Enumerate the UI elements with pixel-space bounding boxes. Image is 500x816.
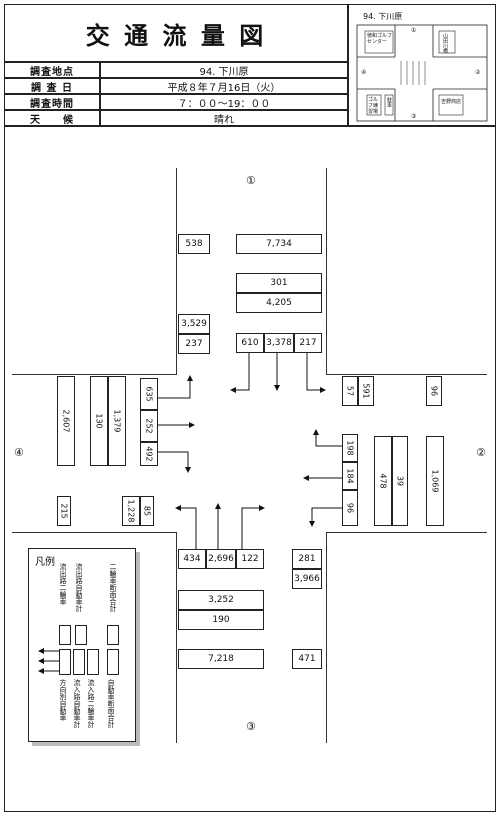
legend-dir-car: 方向別自動車	[59, 679, 67, 721]
e-dir-left: 96	[342, 490, 358, 526]
page-title: 交 通 流 量 図	[85, 20, 267, 50]
map-roads	[356, 24, 488, 122]
approach-1: ①	[246, 174, 256, 187]
road-se-corner	[326, 532, 487, 743]
legend-box-cross-moto	[107, 625, 119, 645]
w-cross-moto: 215	[57, 496, 71, 526]
legend-arrows	[38, 648, 59, 674]
e-dir-straight: 184	[342, 462, 358, 490]
s-outflow-moto: 471	[292, 649, 322, 669]
n-outflow-car: 7,734	[236, 234, 322, 254]
row-value-time: ７：００～19：００	[100, 94, 348, 110]
legend-out-moto: 流出路二輪車	[59, 563, 67, 605]
map-num-2: ②	[475, 69, 481, 76]
w-dir-left: 635	[140, 378, 158, 410]
legend-box-in-moto	[87, 649, 99, 675]
w-inflow-moto: 85	[140, 496, 154, 526]
e-dir-right: 198	[342, 434, 358, 462]
s-inflow-car: 3,966	[292, 569, 322, 589]
legend-box-in-car	[73, 649, 85, 675]
s-cross-car: 3,252	[178, 590, 264, 610]
n-outflow-moto: 538	[178, 234, 210, 254]
map-label-bridge: 山田川橋	[442, 33, 448, 53]
map-label-parking: 駐車	[386, 97, 392, 107]
n-dir-left: 217	[294, 333, 322, 353]
location-map: 94. 下川原 徳和ゴルフセンター 山田川橋 ゴルフ練習場 駐車 吉野商店 ① …	[348, 4, 496, 126]
s-inflow-moto: 281	[292, 549, 322, 569]
n-dir-straight: 3,378	[264, 333, 294, 353]
e-inflow-moto: 39	[392, 436, 408, 526]
w-inflow-car: 1,379	[108, 376, 126, 466]
n-inflow-moto: 3,529	[178, 314, 210, 334]
legend-in-car: 流入路自動車計	[73, 679, 81, 728]
s-cross-moto: 190	[178, 610, 264, 630]
map-num-4: ④	[361, 69, 367, 76]
title-cell: 交 通 流 量 図	[4, 4, 348, 62]
n-cross-moto: 301	[236, 273, 322, 293]
legend-box-out-moto	[59, 625, 71, 645]
legend-in-moto: 流入路二輪車計	[87, 679, 95, 728]
road-ne-corner	[326, 168, 487, 375]
legend-cross-car: 自動車断面合計	[107, 679, 115, 728]
w-cross-car: 1,228	[122, 496, 140, 526]
row-value-date: 平成８年７月16日（火）	[100, 78, 348, 94]
legend-title: 凡例	[35, 557, 55, 568]
e-outflow-car: 591	[358, 376, 374, 406]
w-dir-right: 492	[140, 442, 158, 466]
w-outflow-moto: 130	[90, 376, 108, 466]
s-dir-right: 122	[236, 549, 264, 569]
map-label-golf: 徳和ゴルフセンター	[367, 33, 393, 45]
legend-box-out-car	[75, 625, 87, 645]
approach-3: ③	[246, 720, 256, 733]
row-label-date: 調 査 日	[4, 78, 100, 94]
row-label-time: 調査時間	[4, 94, 100, 110]
map-label-shop: 吉野商店	[441, 99, 462, 105]
map-title: 94. 下川原	[363, 12, 403, 21]
map-num-1: ①	[411, 27, 417, 34]
s-dir-left: 434	[178, 549, 206, 569]
approach-2: ②	[476, 446, 486, 459]
map-label-range: ゴルフ練習場	[368, 97, 379, 115]
legend-box-dir	[59, 649, 71, 675]
legend-box-cross-car	[107, 649, 119, 675]
diagram-frame	[4, 126, 496, 812]
s-dir-straight: 2,696	[206, 549, 236, 569]
legend-out-car: 流出路自動車計	[75, 563, 83, 612]
road-sw-corner	[12, 532, 177, 743]
map-num-3: ③	[411, 113, 417, 120]
e-inflow-car: 478	[374, 436, 392, 526]
s-outflow-car: 7,218	[178, 649, 264, 669]
w-outflow-car: 2,607	[57, 376, 75, 466]
n-dir-right: 610	[236, 333, 264, 353]
legend: 凡例 流出路二輪車 流出路自動車計 二輪車断面合計 方向別自動車 流入路自動車計…	[28, 548, 136, 742]
row-label-location: 調査地点	[4, 62, 100, 78]
row-value-location: 94. 下川原	[100, 62, 348, 78]
e-cross-car: 1,069	[426, 436, 444, 526]
n-inflow-car: 237	[178, 334, 210, 354]
e-outflow-moto: 57	[342, 376, 358, 406]
legend-cross-moto: 二輪車断面合計	[109, 563, 117, 612]
n-cross-car: 4,205	[236, 293, 322, 313]
e-cross-moto: 96	[426, 376, 442, 406]
row-label-weather: 天 候	[4, 110, 100, 126]
row-value-weather: 晴れ	[100, 110, 348, 126]
approach-4: ④	[14, 446, 24, 459]
road-nw-corner	[12, 168, 177, 375]
w-dir-straight: 252	[140, 410, 158, 442]
